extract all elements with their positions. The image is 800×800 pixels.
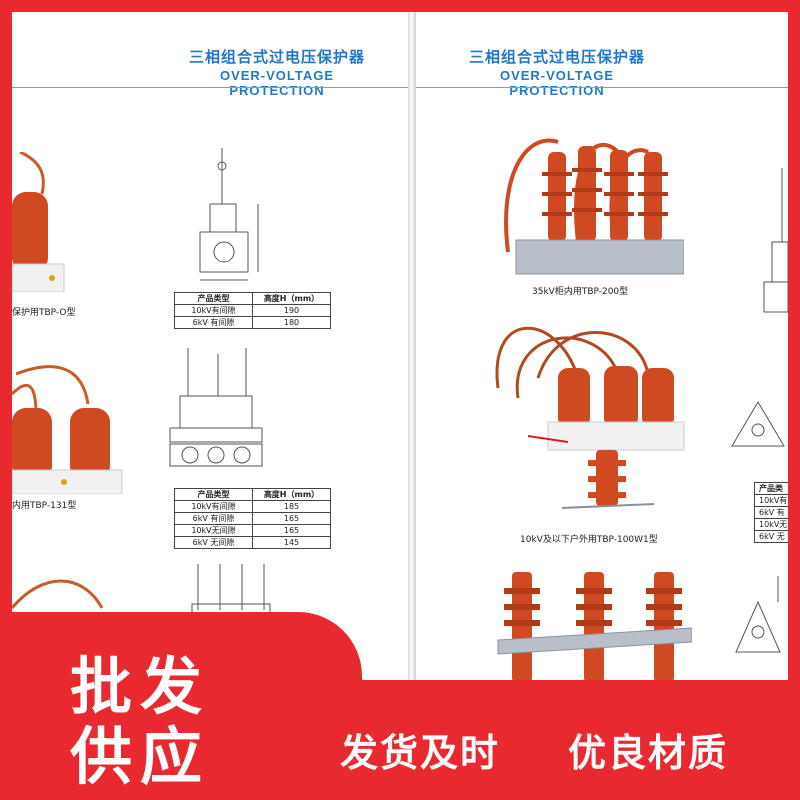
tbp-100w1-product-photo [495,326,685,509]
left-header-cn: 三相组合式过电压保护器 [188,48,365,66]
tbp-o-technical-drawing [199,148,259,281]
tbp-200-caption: 35kV柜内用TBP-200型 [532,287,629,297]
tbp-o-spec-table: 产品类型 高度H（mm） 10kV有间隙 190 6kV 有间隙 180 [174,292,331,329]
tbp-o-product-photo [12,152,65,292]
table-header-row: 产品类 [753,482,788,495]
table-cell: 165 [252,512,331,525]
table-cell: 10kV无间隙 [174,524,253,537]
table-row: 6kV 无间隙 145 [174,536,331,549]
table-cell: 165 [252,524,331,537]
right-header-rule [416,87,788,88]
left-header-en: OVER-VOLTAGE PROTECTION [219,68,335,98]
table-header-cell: 高度H（mm） [252,488,331,501]
table-header-row: 产品类型 高度H（mm） [174,292,331,305]
table-cell: 185 [252,500,331,513]
tbp-third-product-photo [12,579,104,609]
tbp-third-right-product-photo [497,572,692,680]
table-row: 6kV 有 [753,506,788,519]
promo-big-line2: 供应 [70,720,211,793]
left-page-header: 三相组合式过电压保护器 OVER-VOLTAGE PROTECTION [172,46,382,98]
table-cell: 145 [252,536,331,549]
tbp-131-product-photo [12,365,123,494]
table-cell: 10kV有间隙 [174,500,253,513]
table-row: 6kV 有间隙 180 [174,316,331,329]
book-spine [408,12,416,680]
table-cell: 6kV 有 [753,506,788,519]
right-header-cn: 三相组合式过电压保护器 [468,48,645,66]
left-header-rule [12,87,408,88]
promo-blob [0,612,362,800]
tbp-100w1-technical-drawing [731,401,785,447]
table-cell: 6kV 无间隙 [174,536,253,549]
tbp-o-caption: 保护用TBP-O型 [12,308,76,318]
table-header-cell: 高度H（mm） [252,292,331,305]
right-header-en: OVER-VOLTAGE PROTECTION [499,68,615,98]
table-header-cell: 产品类型 [174,292,253,305]
tbp-131-technical-drawing [169,348,263,467]
table-row: 6kV 无 [753,530,788,543]
tbp-131-caption: 内用TBP-131型 [12,501,77,511]
table-cell: 6kV 有间隙 [174,512,253,525]
tbp-200-product-photo [504,138,684,275]
slogan-quality-material: 优良材质 [568,731,729,775]
promo-big-line1: 批发 [70,650,211,723]
tbp-200-technical-drawing [763,168,788,313]
table-cell: 190 [252,304,331,317]
table-cell: 6kV 无 [753,530,788,543]
tbp-100w1-caption: 10kV及以下户外用TBP-100W1型 [520,535,658,545]
table-row: 10kV无间隙 165 [174,524,331,537]
table-header-cell: 产品类 [753,482,788,495]
table-cell: 10kV无 [753,518,788,531]
tbp-third-right-technical-drawing [735,576,781,653]
partial-spec-table: 产品类 10kV有 6kV 有 10kV无 6kV 无 [753,482,788,543]
table-row: 10kV有 [753,494,788,507]
table-header-row: 产品类型 高度H（mm） [174,488,331,501]
table-row: 6kV 有间隙 165 [174,512,331,525]
table-row: 10kV有间隙 185 [174,500,331,513]
slogan-fast-delivery: 发货及时 [340,731,501,775]
catalog-page: 三相组合式过电压保护器 OVER-VOLTAGE PROTECTION 三相组合… [12,12,788,680]
table-cell: 180 [252,316,331,329]
table-header-cell: 产品类型 [174,488,253,501]
table-cell: 6kV 有间隙 [174,316,253,329]
right-page-header: 三相组合式过电压保护器 OVER-VOLTAGE PROTECTION [452,46,662,98]
tbp-131-spec-table: 产品类型 高度H（mm） 10kV有间隙 185 6kV 有间隙 165 10k… [174,488,331,549]
table-cell: 10kV有 [753,494,788,507]
tbp-third-technical-drawing [191,564,271,619]
table-row: 10kV无 [753,518,788,531]
table-cell: 10kV有间隙 [174,304,253,317]
table-row: 10kV有间隙 190 [174,304,331,317]
